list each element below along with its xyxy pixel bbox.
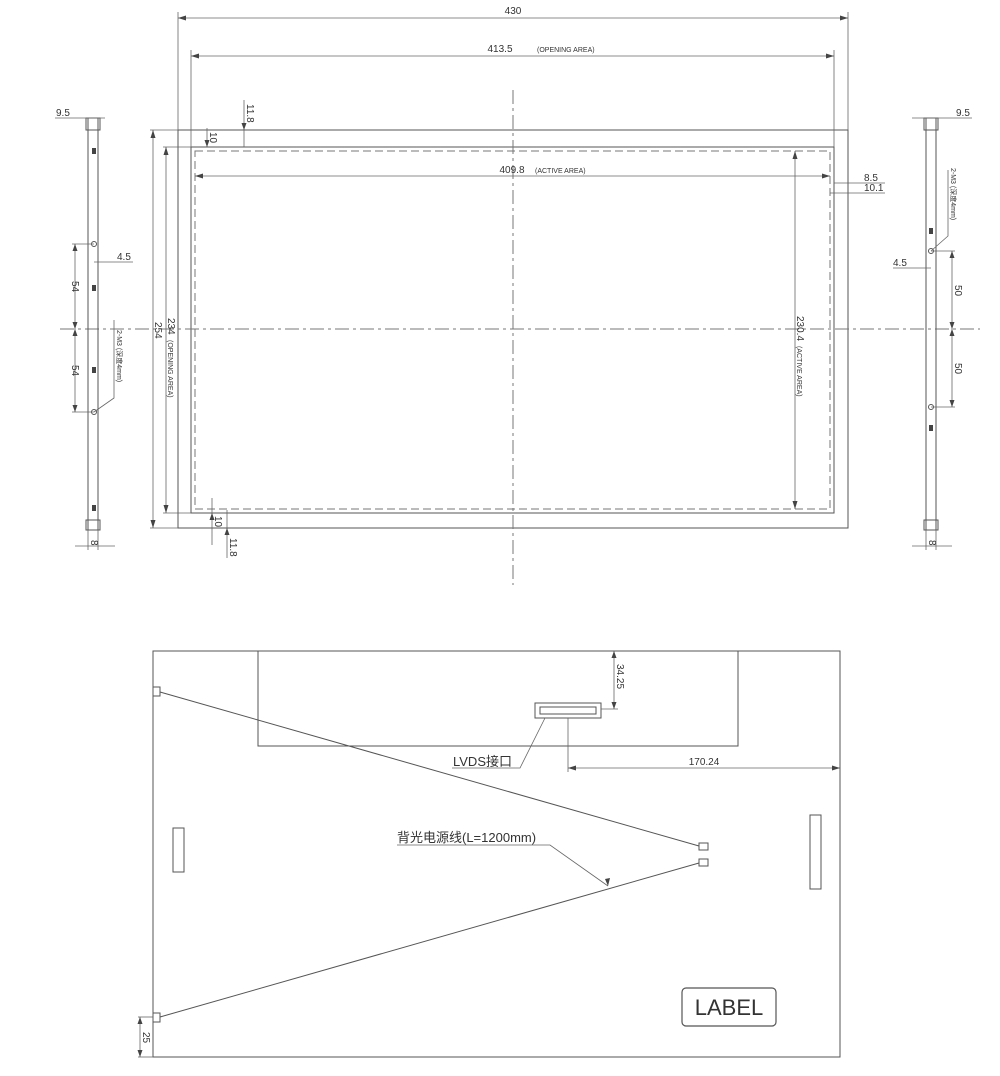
active-width-note: (ACTIVE AREA) bbox=[535, 168, 586, 175]
active-height-note: (ACTIVE AREA) bbox=[795, 346, 802, 397]
right-side-view: 9.5 4.5 50 50 2-M3 (深度4mm) 8 bbox=[893, 108, 972, 550]
right-slot-2 bbox=[929, 425, 933, 431]
label-box-text: LABEL bbox=[695, 995, 764, 1020]
rear-view: 34.25 LVDS接口 170.24 背光电源线(L=1200mm) 25 L… bbox=[137, 650, 841, 1058]
right-offset-b-label: 10.1 bbox=[864, 183, 884, 194]
opening-width-note: (OPENING AREA) bbox=[537, 47, 595, 54]
left-side-profile bbox=[87, 117, 99, 531]
rear-slot-left bbox=[172, 827, 185, 873]
left-top-width-label: 9.5 bbox=[56, 108, 70, 119]
right-spacing-lower-label: 50 bbox=[952, 363, 963, 375]
right-slot-1 bbox=[929, 228, 933, 234]
front-view: 430 413.5 (OPENING AREA) 409.8 (ACTIVE A… bbox=[60, 6, 980, 585]
left-spacing-lower-label: 54 bbox=[69, 365, 80, 377]
cable-end-offset-label: 25 bbox=[140, 1032, 151, 1044]
cable-connector-lower bbox=[698, 858, 709, 867]
left-hole-offset-label: 4.5 bbox=[117, 252, 131, 263]
left-slot-4 bbox=[92, 505, 96, 511]
left-slot-1 bbox=[92, 148, 96, 154]
pcb-board-area bbox=[257, 650, 739, 747]
left-spacing-upper-label: 54 bbox=[69, 281, 80, 293]
backlight-cable-upper bbox=[159, 691, 700, 847]
overall-height-label: 254 bbox=[152, 322, 163, 339]
right-side-profile bbox=[925, 117, 937, 531]
right-offset-a-label: 8.5 bbox=[864, 173, 878, 184]
active-area bbox=[194, 150, 831, 510]
lvds-connector bbox=[534, 702, 602, 719]
label-box bbox=[681, 987, 777, 1027]
lvds-connector-label: LVDS接口 bbox=[453, 754, 512, 769]
right-hole-offset-label: 4.5 bbox=[893, 258, 907, 269]
right-spacing-upper-label: 50 bbox=[952, 285, 963, 297]
left-slot-3 bbox=[92, 367, 96, 373]
right-top-width-label: 9.5 bbox=[956, 108, 970, 119]
top-inner-offset-label: 10 bbox=[207, 132, 218, 144]
connector-offset-label: 34.25 bbox=[614, 664, 625, 689]
left-slot-2 bbox=[92, 285, 96, 291]
opening-width-label: 413.5 bbox=[487, 44, 512, 55]
active-height-label: 230.4 bbox=[794, 316, 805, 341]
cable-terminal-bottom-left bbox=[152, 1012, 161, 1023]
left-screw-note: 2-M3 (深度4mm) bbox=[115, 330, 124, 382]
active-width-label: 409.8 bbox=[499, 165, 524, 176]
cable-connector-upper bbox=[698, 842, 709, 851]
backlight-cable-lower bbox=[159, 862, 700, 1018]
top-offset-label: 11.8 bbox=[244, 104, 255, 123]
connector-distance-label: 170.24 bbox=[689, 757, 720, 768]
opening-height-note: (OPENING AREA) bbox=[166, 340, 173, 398]
overall-width-label: 430 bbox=[505, 6, 522, 17]
right-bottom-width-label: 8 bbox=[926, 540, 937, 546]
right-screw-note: 2-M3 (深度4mm) bbox=[949, 168, 958, 220]
cable-terminal-top-left bbox=[152, 686, 161, 697]
left-side-view: 9.5 4.5 54 54 2-M3 (深度4mm) 8 bbox=[55, 108, 133, 550]
opening-height-label: 234 bbox=[165, 318, 176, 335]
backlight-cable-label: 背光电源线(L=1200mm) bbox=[397, 830, 536, 845]
rear-slot-right bbox=[809, 814, 822, 890]
left-bottom-width-label: 8 bbox=[88, 540, 99, 546]
bottom-inner-offset-label: 10 bbox=[212, 516, 223, 528]
bottom-offset-label: 11.8 bbox=[227, 538, 238, 557]
